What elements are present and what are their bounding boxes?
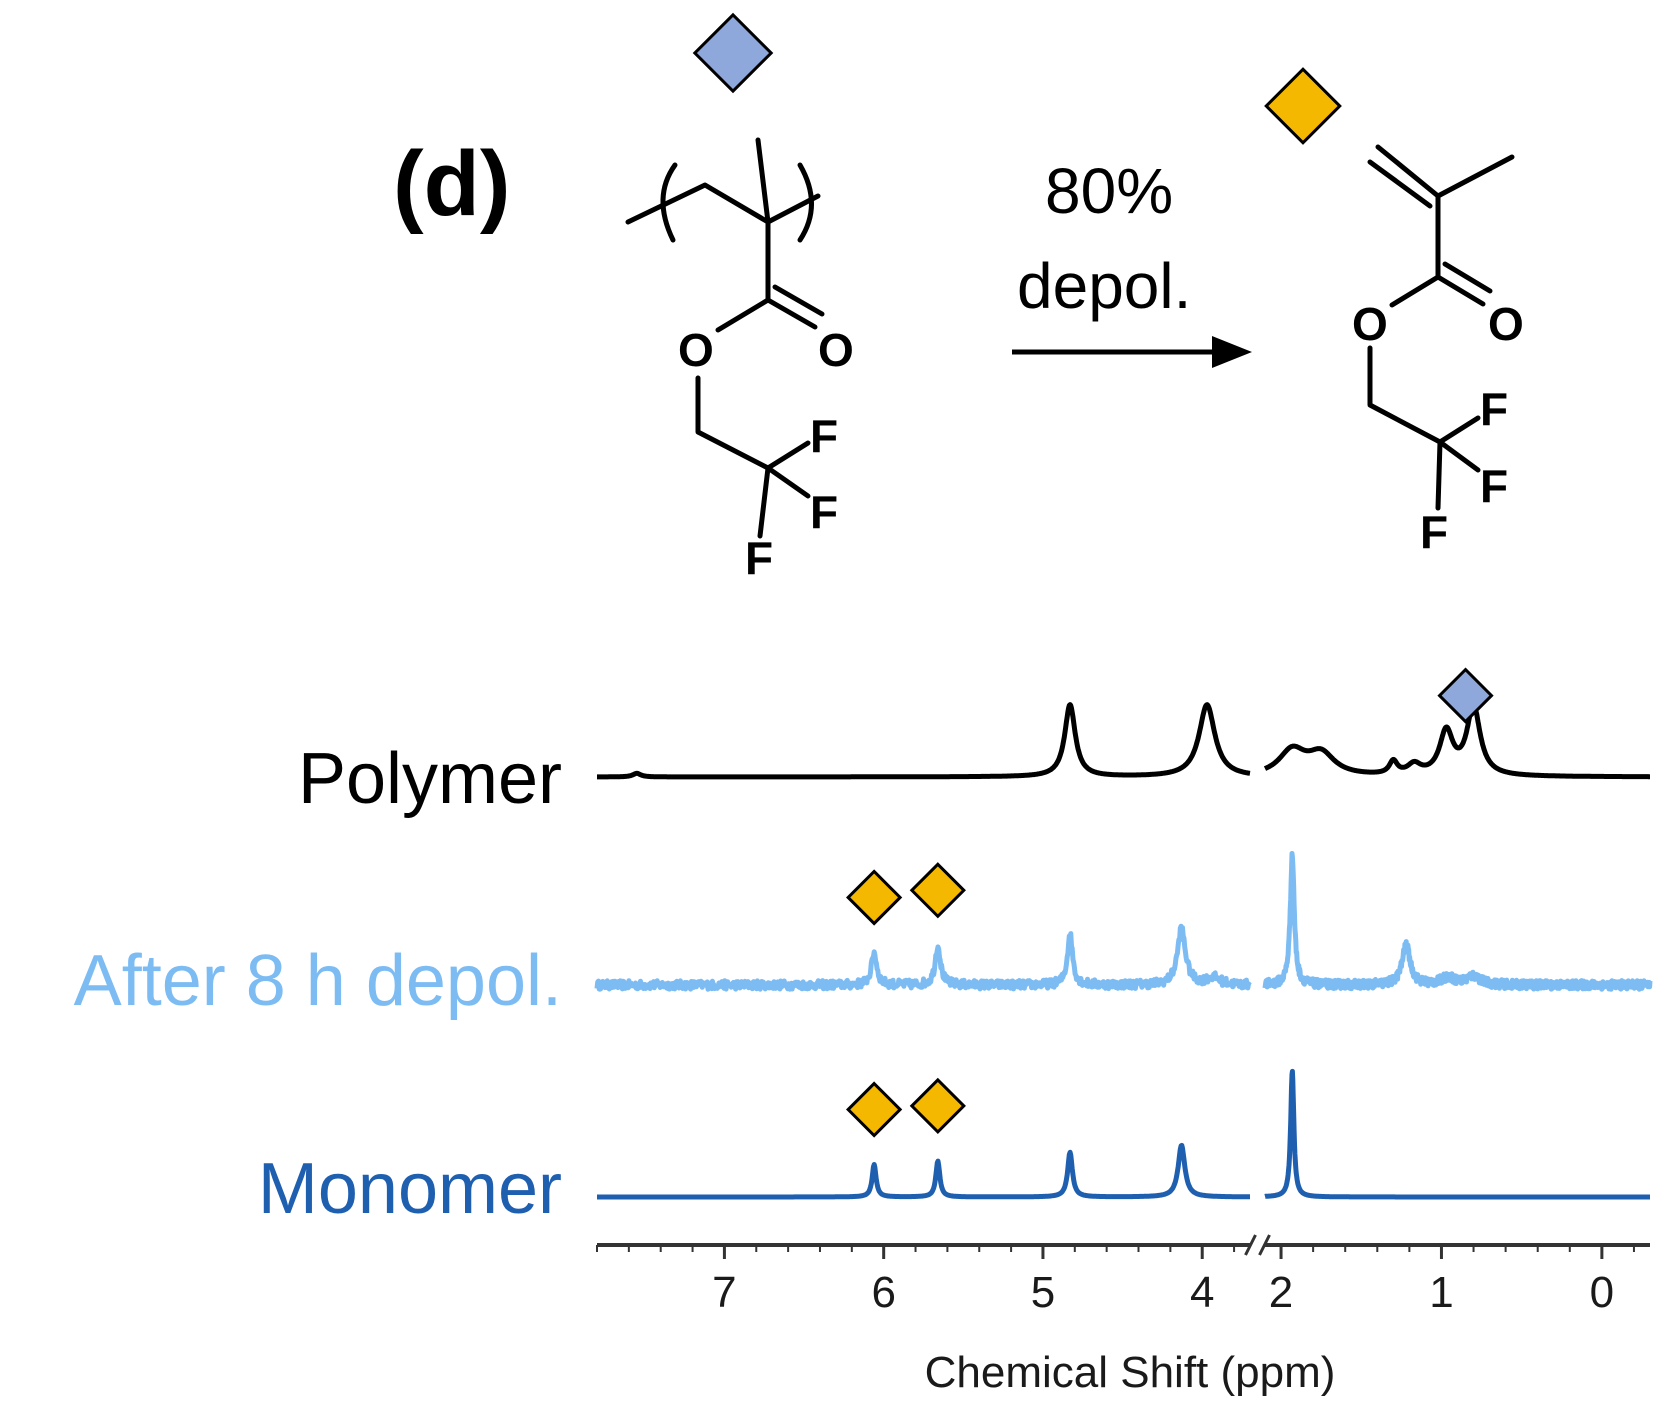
- monomer-marker-icon: [1264, 67, 1342, 145]
- monomer-structure: O O F F F: [1264, 67, 1524, 558]
- trace-2-segment-0: [595, 1142, 1252, 1200]
- monomer-atom-F2: F: [1480, 460, 1508, 512]
- monomer-atom-F1: F: [1480, 383, 1508, 435]
- trace-1-segment-0: [594, 923, 1252, 992]
- peak-marker-1-1: [909, 862, 966, 919]
- peak-marker-2-1: [909, 1077, 966, 1135]
- polymer-marker-icon: [692, 12, 774, 94]
- x-axis-title: Chemical Shift (ppm): [925, 1348, 1336, 1397]
- trace-1-segment-1: [1262, 851, 1653, 992]
- x-tick-label: 5: [1031, 1268, 1055, 1317]
- x-tick-label: 7: [712, 1268, 736, 1317]
- legend-label-polymer: Polymer: [298, 739, 562, 819]
- reaction-scheme: O O F F F 80% depol. O: [625, 12, 1524, 584]
- legend-label-monomer: Monomer: [258, 1149, 562, 1229]
- x-tick-label: 0: [1590, 1268, 1614, 1317]
- polymer-atom-F1: F: [810, 410, 838, 462]
- x-tick-label: 1: [1429, 1268, 1453, 1317]
- series-1: [594, 851, 1653, 992]
- polymer-atom-O-carbonyl: O: [818, 324, 854, 376]
- panel-label: (d): [393, 133, 510, 235]
- arrow-label-line2: depol.: [1017, 250, 1191, 322]
- trace-0-segment-1: [1262, 702, 1653, 780]
- monomer-atom-F3: F: [1420, 506, 1448, 558]
- monomer-atom-O-ester: O: [1352, 298, 1388, 350]
- arrow-label-line1: 80%: [1045, 155, 1173, 227]
- trace-0-segment-0: [595, 702, 1252, 780]
- reaction-arrow: 80% depol.: [1012, 155, 1252, 368]
- plot-area: 7 6 5 4 2 1 0: [594, 667, 1653, 1317]
- trace-2-segment-1: [1262, 1068, 1653, 1200]
- legend-label-depol: After 8 h depol.: [74, 941, 562, 1021]
- x-tick-label: 2: [1269, 1268, 1293, 1317]
- series-2: [595, 1068, 1653, 1200]
- polymer-atom-F2: F: [810, 486, 838, 538]
- polymer-structure: O O F F F: [625, 12, 854, 584]
- monomer-atom-O-carbonyl: O: [1488, 298, 1524, 350]
- series-0: [595, 702, 1653, 780]
- x-tick-label: 6: [871, 1268, 895, 1317]
- x-tick-label: 4: [1190, 1268, 1214, 1317]
- peak-marker-0-0: [1437, 667, 1494, 724]
- polymer-atom-O-ester: O: [678, 324, 714, 376]
- peak-marker-1-0: [846, 869, 903, 926]
- axis-break-mark: [1244, 1234, 1271, 1256]
- peak-marker-2-0: [846, 1081, 903, 1138]
- polymer-atom-F3: F: [745, 532, 773, 584]
